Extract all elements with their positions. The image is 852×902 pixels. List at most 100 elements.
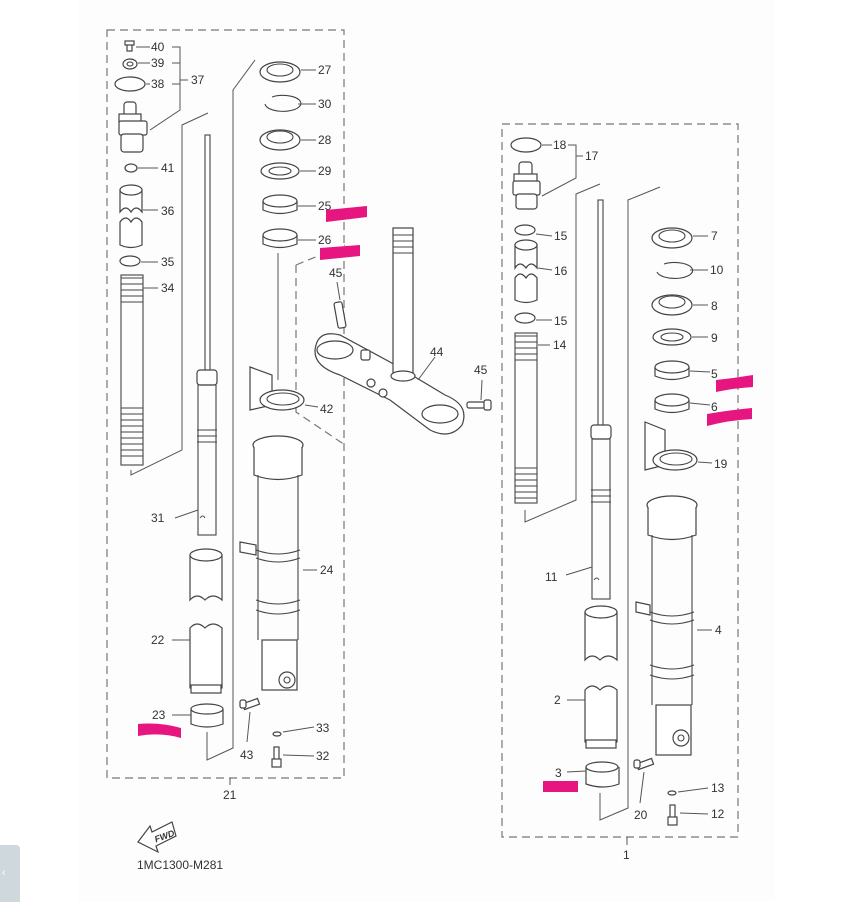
label-14: 14 <box>553 338 567 352</box>
part-36-spacer[interactable] <box>119 184 143 249</box>
label-3: 3 <box>555 766 562 780</box>
label-32: 32 <box>316 749 330 763</box>
part-35-washer[interactable] <box>119 255 141 267</box>
label-34: 34 <box>161 281 175 295</box>
highlight-mark-25 <box>326 206 367 222</box>
part-40-bolt[interactable] <box>124 40 135 52</box>
highlight-mark-5 <box>716 375 753 392</box>
label-45-upper: 45 <box>329 266 343 280</box>
part-3-bushing[interactable] <box>585 761 620 788</box>
part-19-protector-guide[interactable] <box>644 421 698 471</box>
part-13-washer[interactable] <box>667 790 677 796</box>
part-15-washer-upper[interactable] <box>514 224 536 236</box>
label-9: 9 <box>711 331 718 345</box>
label-41: 41 <box>161 161 175 175</box>
part-26-bushing[interactable] <box>262 228 298 249</box>
part-29-washer[interactable] <box>260 162 300 180</box>
label-44: 44 <box>430 345 444 359</box>
label-8: 8 <box>711 299 718 313</box>
part-12-bolt[interactable] <box>667 804 678 826</box>
part-15-washer-lower[interactable] <box>514 312 536 324</box>
part-9-washer[interactable] <box>652 328 692 346</box>
highlight-mark-6 <box>707 408 752 426</box>
part-14-spring[interactable] <box>514 332 538 504</box>
label-5: 5 <box>711 367 718 381</box>
label-23: 23 <box>152 708 166 722</box>
part-11-damper-rod[interactable] <box>590 199 612 600</box>
part-25-bushing[interactable] <box>262 194 298 215</box>
label-1-assembly: 1 <box>623 848 630 862</box>
assembly-21-box <box>106 29 345 779</box>
label-42: 42 <box>320 402 334 416</box>
part-32-bolt[interactable] <box>271 746 282 768</box>
highlight-mark-26 <box>320 245 360 260</box>
label-31: 31 <box>151 511 165 525</box>
label-30: 30 <box>318 97 332 111</box>
diagram-code: 1MC1300-M281 <box>137 858 223 872</box>
label-12: 12 <box>711 807 725 821</box>
label-35: 35 <box>161 255 175 269</box>
label-11: 11 <box>545 570 558 584</box>
highlight-mark-23 <box>138 723 181 738</box>
label-6: 6 <box>711 400 718 414</box>
part-10-circlip[interactable] <box>656 261 694 279</box>
part-24-outer-tube[interactable] <box>239 435 304 691</box>
part-45-pinch-bolt-upper[interactable] <box>333 301 347 329</box>
label-38: 38 <box>151 77 165 91</box>
label-15-upper: 15 <box>554 229 568 243</box>
part-30-circlip[interactable] <box>264 94 302 112</box>
part-22-slide-metal-tube[interactable] <box>189 548 223 694</box>
part-34-spring[interactable] <box>120 274 144 466</box>
assembly-1-box <box>501 123 739 838</box>
part-42-protector-guide[interactable] <box>249 366 305 411</box>
part-20-bolt[interactable] <box>633 757 655 771</box>
label-21-assembly: 21 <box>223 788 237 802</box>
part-39-nut[interactable] <box>122 58 138 70</box>
part-2-slide-metal-tube[interactable] <box>584 605 618 749</box>
label-43: 43 <box>240 748 254 762</box>
left-connector-line <box>206 59 256 761</box>
highlight-mark-3 <box>543 781 578 792</box>
label-25: 25 <box>318 199 332 213</box>
part-27-oil-seal[interactable] <box>259 61 301 83</box>
part-37-cap-bolt[interactable] <box>118 101 148 153</box>
label-33: 33 <box>316 721 330 735</box>
part-45-pinch-bolt-lower[interactable] <box>466 399 492 411</box>
part-31-damper-rod[interactable] <box>196 134 218 536</box>
label-37: 37 <box>191 73 205 87</box>
part-41-nut[interactable] <box>124 163 138 173</box>
part-17-cap-bolt[interactable] <box>512 161 541 210</box>
part-4-outer-tube[interactable] <box>635 495 698 756</box>
label-4: 4 <box>715 623 722 637</box>
label-40: 40 <box>151 40 165 54</box>
label-13: 13 <box>711 781 725 795</box>
part-7-oil-seal[interactable] <box>651 227 693 249</box>
part-28-dust-seal[interactable] <box>259 129 301 151</box>
label-7: 7 <box>711 229 718 243</box>
part-38-o-ring[interactable] <box>114 76 146 92</box>
part-33-washer[interactable] <box>272 731 282 737</box>
part-16-spacer[interactable] <box>514 239 538 304</box>
part-43-bolt[interactable] <box>239 697 261 711</box>
chevron-left-icon: ‹ <box>2 867 6 879</box>
part-18-o-ring[interactable] <box>510 137 542 153</box>
part-8-dust-seal[interactable] <box>651 294 693 316</box>
label-2: 2 <box>554 693 561 707</box>
part-6-bushing[interactable] <box>654 393 690 414</box>
fwd-arrow-icon <box>137 821 177 854</box>
part-44-under-bracket[interactable] <box>314 227 465 435</box>
side-panel-toggle[interactable]: ‹ <box>0 845 20 902</box>
part-23-bushing[interactable] <box>190 703 224 728</box>
label-29: 29 <box>318 164 332 178</box>
label-18: 18 <box>553 138 567 152</box>
part-5-bushing[interactable] <box>654 360 690 381</box>
label-17: 17 <box>585 149 599 163</box>
label-16: 16 <box>554 264 568 278</box>
label-15-lower: 15 <box>554 314 568 328</box>
label-22: 22 <box>151 633 165 647</box>
label-26: 26 <box>318 233 332 247</box>
label-24: 24 <box>320 563 334 577</box>
label-20: 20 <box>634 808 648 822</box>
label-28: 28 <box>318 133 332 147</box>
